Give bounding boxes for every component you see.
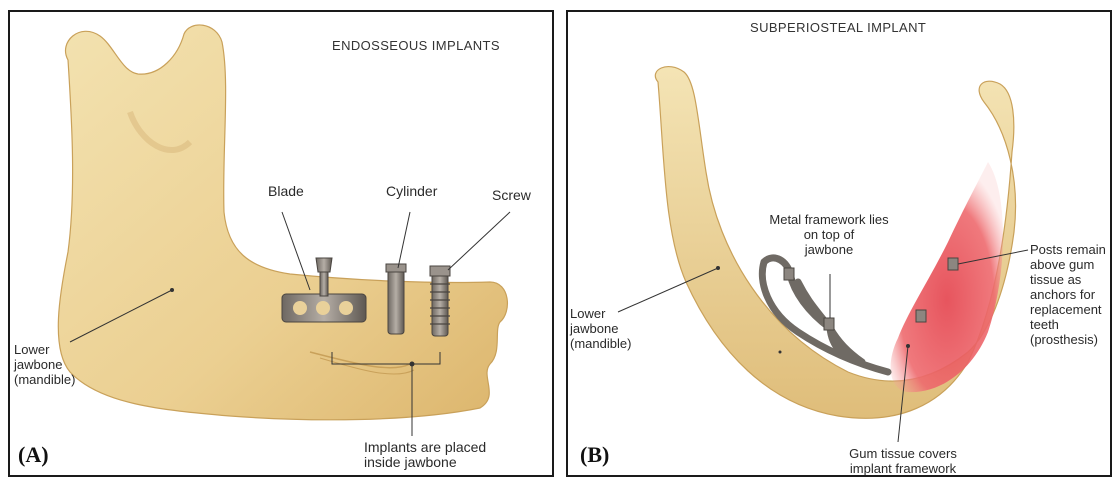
label-lower-jawbone-b: Lower jawbone (mandible): [570, 306, 631, 351]
screw-implant: [430, 266, 450, 336]
panel-a-letter: (A): [18, 442, 49, 468]
label-screw: Screw: [492, 188, 531, 203]
label-blade: Blade: [268, 184, 304, 199]
label-metal-framework: Metal framework lies on top of jawbone: [754, 212, 904, 257]
label-cylinder: Cylinder: [386, 184, 437, 199]
panel-a-title: ENDOSSEOUS IMPLANTS: [332, 38, 500, 53]
label-implants-inside: Implants are placed inside jawbone: [364, 440, 486, 470]
panel-b-title: SUBPERIOSTEAL IMPLANT: [750, 20, 926, 35]
panel-b-subperiosteal: SUBPERIOSTEAL IMPLANT Metal framework li…: [566, 10, 1112, 477]
panel-b-letter: (B): [580, 442, 609, 468]
panel-a-endosseous: ENDOSSEOUS IMPLANTS Blade Cylinder Screw…: [8, 10, 554, 477]
gum-tissue: [891, 162, 1003, 392]
label-gum-tissue: Gum tissue covers implant framework: [828, 446, 978, 476]
endosseous-illustration: [10, 12, 554, 477]
cylinder-implant: [386, 264, 406, 334]
label-posts-remain: Posts remain above gum tissue as anchors…: [1030, 242, 1106, 347]
label-lower-jawbone-a: Lower jawbone (mandible): [14, 342, 75, 387]
